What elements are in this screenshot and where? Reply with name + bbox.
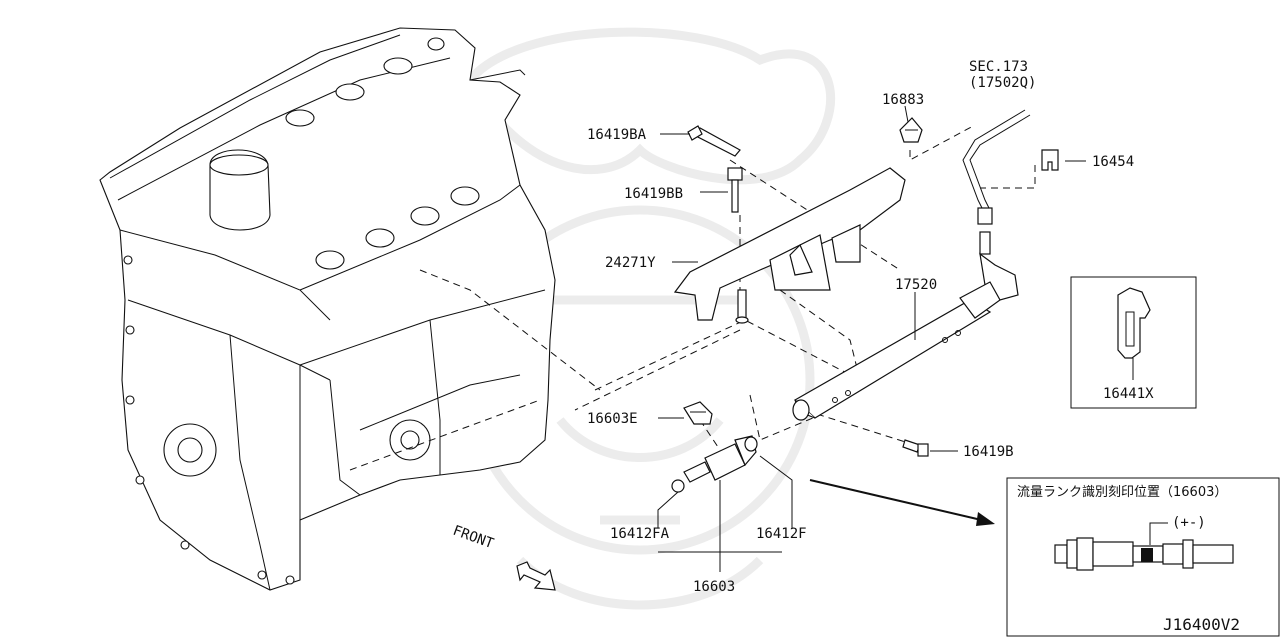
- callout-17520: 17520: [895, 277, 937, 293]
- fuel-hose: [962, 109, 1031, 301]
- clip-icon: [899, 117, 923, 143]
- callout-16412fa: 16412FA: [610, 526, 670, 542]
- callout-16603: 16603: [693, 579, 735, 595]
- detail-box-title: 流量ランク識別刻印位置（16603）: [1017, 485, 1227, 500]
- callout-16883: 16883: [882, 92, 924, 108]
- detail-pointer-arrow: [809, 479, 995, 526]
- detail-box: [1006, 477, 1280, 637]
- clip-icon: [1041, 149, 1059, 171]
- bolt-icon: [687, 125, 741, 157]
- callout-16412f: 16412F: [756, 526, 807, 542]
- callout-16419b: 16419B: [963, 444, 1014, 460]
- callout-16603e: 16603E: [587, 411, 638, 427]
- bolt-icon: [902, 439, 929, 457]
- leader-lines: [657, 105, 1086, 572]
- callout-24271y: 24271Y: [605, 255, 656, 271]
- front-label: FRONT: [451, 523, 497, 553]
- clip-icon: [683, 401, 713, 425]
- callout-16454: 16454: [1092, 154, 1134, 170]
- engine-block-icon: [99, 27, 556, 591]
- callout-16419ba: 16419BA: [587, 127, 647, 143]
- front-arrow-icon: [516, 561, 556, 591]
- callout-sec-ref-part: (17502Q): [969, 75, 1036, 91]
- callout-16441x: 16441X: [1103, 386, 1154, 402]
- diagram-id: J16400V2: [1163, 615, 1240, 634]
- fuel-rail-icon: [792, 281, 1001, 421]
- insulator-bracket: [673, 167, 906, 324]
- callout-sec-ref: SEC.173: [969, 59, 1028, 75]
- bolt-icon: [727, 167, 743, 213]
- callout-16419bb: 16419BB: [624, 186, 683, 202]
- inset-box-16441x: [1070, 276, 1197, 409]
- detail-box-mark: (+-): [1172, 515, 1206, 531]
